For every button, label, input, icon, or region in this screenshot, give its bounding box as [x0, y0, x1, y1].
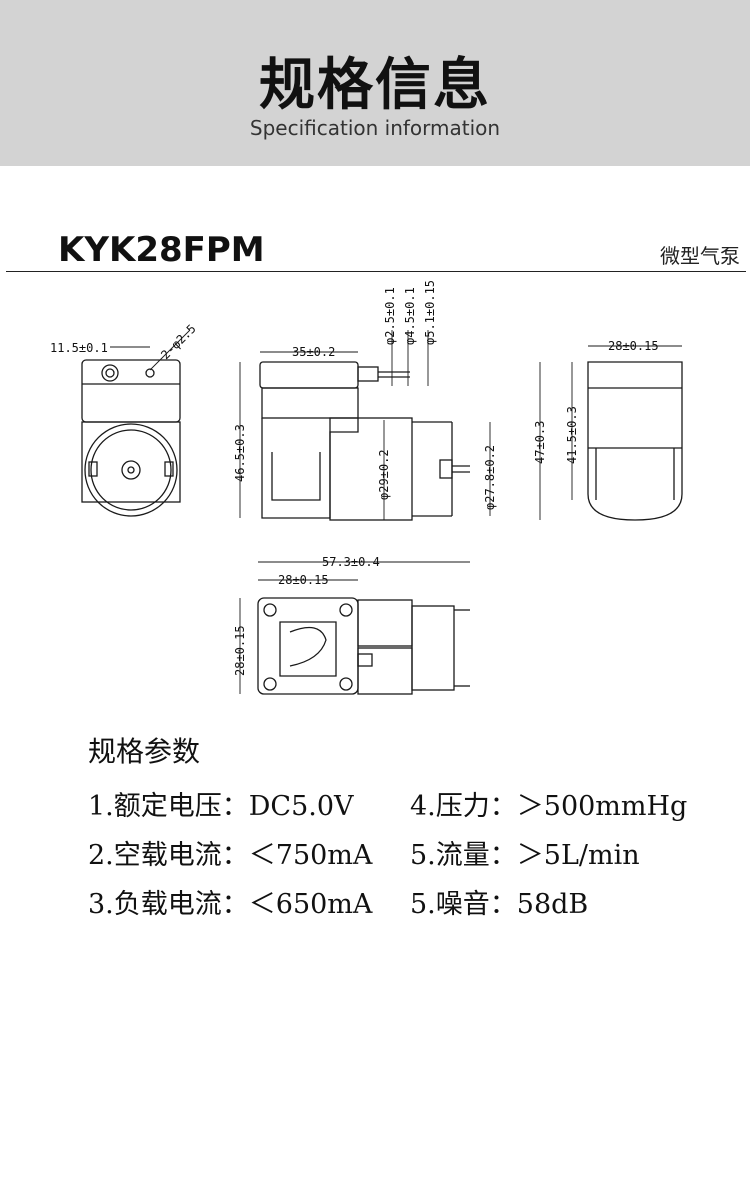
- spec-item: 2.空载电流：＜750mA: [88, 840, 373, 871]
- spec-heading: 规格参数: [88, 735, 201, 768]
- dim-nozzle-d2: φ4.5±0.1: [403, 287, 417, 345]
- spec-item: 3.负载电流：＜650mA: [88, 889, 373, 920]
- dim-top-total: 57.3±0.4: [322, 555, 380, 569]
- dim-top-head: 28±0.15: [278, 573, 329, 587]
- dim-motor-dia: φ29±0.2: [377, 449, 391, 500]
- banner-title: 规格信息: [259, 53, 491, 118]
- spec-section: 规格参数 1.额定电压：DC5.0V 4.压力：＞500mmHg 2.空载电流：…: [88, 730, 710, 921]
- dim-end-height-head: 41.5±0.3: [565, 406, 579, 464]
- dim-motor-dia2: φ27.8±0.2: [483, 445, 497, 510]
- spec-item: 4.压力：＞500mmHg: [410, 791, 688, 822]
- header-banner: 规格信息 Specification information: [0, 0, 750, 166]
- dim-nozzle-d3: φ5.1±0.15: [423, 280, 437, 345]
- dim-front-width: 11.5±0.1: [50, 341, 108, 355]
- end-view: [587, 361, 683, 521]
- spec-item: 1.额定电压：DC5.0V: [88, 791, 354, 822]
- product-category: 微型气泵: [660, 244, 740, 268]
- dim-top-width: 28±0.15: [233, 625, 247, 676]
- side-view: [259, 361, 470, 521]
- spec-item: 5.噪音：58dB: [410, 889, 589, 920]
- dim-side-length: 35±0.2: [292, 345, 335, 359]
- dim-nozzle-d1: φ2.5±0.1: [383, 287, 397, 345]
- spec-list: 1.额定电压：DC5.0V 4.压力：＞500mmHg 2.空载电流：＜750m…: [88, 784, 710, 921]
- banner-subtitle: Specification information: [249, 116, 501, 140]
- technical-drawing: 11.5±0.1 2-φ2.5 35±0.2 φ2.5±0.1 φ4.5±0.1…: [50, 280, 683, 695]
- dim-end-height-total: 47±0.3: [533, 421, 547, 464]
- dim-front-hole: 2-φ2.5: [158, 322, 199, 363]
- top-view: [257, 597, 470, 695]
- divider: [6, 271, 746, 272]
- front-view: [81, 359, 181, 517]
- dim-end-width: 28±0.15: [608, 339, 659, 353]
- dim-side-height: 46.5±0.3: [233, 424, 247, 482]
- model-name: KYK28FPM: [58, 230, 265, 270]
- spec-item: 5.流量：＞5L/min: [410, 840, 640, 871]
